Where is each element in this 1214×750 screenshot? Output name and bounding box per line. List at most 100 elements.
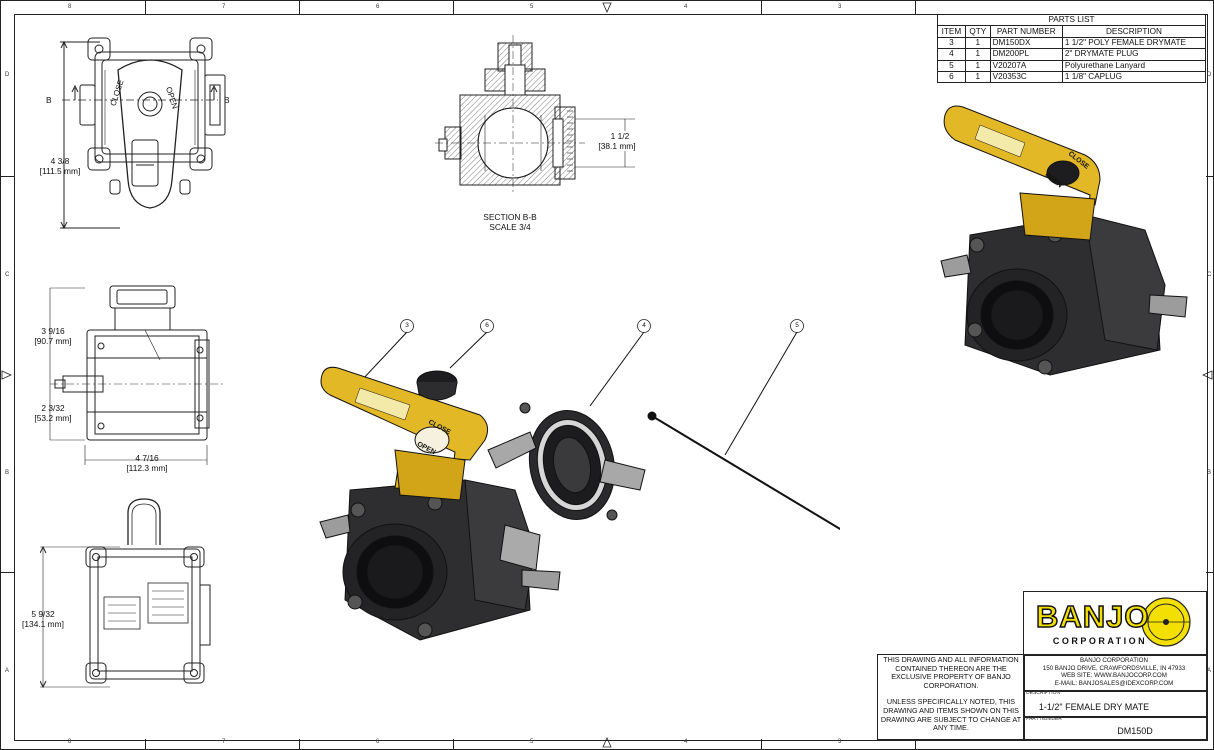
title-block-logo-cell [1023,591,1207,656]
parts-list-cell: 1 1/8" CAPLUG [1061,70,1207,84]
parts-list-cell: 1 [964,48,991,61]
logo-wordmark: BANJO [1035,599,1150,635]
zone-tick [915,739,916,749]
zone-row-label: C [5,272,10,278]
zone-tick [1206,572,1213,573]
zone-row-label: D [1207,72,1212,78]
drawing-description: 1-1/2" FEMALE DRY MATE [1038,702,1150,712]
notice-change: UNLESS SPECIFICALLY NOTED, THIS DRAWING … [880,697,1022,733]
balloon-item-6: 6 [485,322,489,329]
parts-list-cell: 6 [937,70,966,84]
dimension-mid-lower: 2 3/32 [41,403,65,413]
zone-column-label: 4 [684,739,688,745]
dimension-top-height-mm: [111.5 mm] [39,166,81,176]
title-block-notice-cell [877,654,1025,740]
zone-column-label: 3 [838,739,842,745]
side-view-drawing [49,285,225,465]
dimension-mid-upper-mm: [90.7 mm] [34,336,72,346]
dimension-top-height: 4 3/8 [50,156,70,166]
zone-row-label: C [1207,272,1212,278]
parts-list-row: 4 1 DM200PL 2" DRYMATE PLUG [937,48,1207,61]
zone-column-label: 3 [838,4,842,10]
zone-column-label: 6 [376,4,380,10]
parts-list-cell: 1 [964,36,991,50]
title-block-notice: THIS DRAWING AND ALL INFORMATION CONTAIN… [878,655,1024,733]
zone-column-label: 7 [222,4,226,10]
dimension-mid-lower-mm: [53.2 mm] [34,413,72,423]
balloon-item-3: 3 [405,322,409,329]
dimension-bottom-height: 5 9/32 [31,609,55,619]
zone-row-label: A [5,668,10,674]
parts-list-cell: 1 [964,70,991,84]
parts-list-row: 3 1 DM150DX 1 1/2" POLY FEMALE DRYMATE [937,36,1207,50]
section-scale: SCALE 3/4 [489,222,531,232]
description-caption: DESCRIPTION [1026,690,1061,696]
balloon-item-4: 4 [642,322,646,329]
parts-list-row: 6 1 V20353C 1 1/8" CAPLUG [937,70,1207,84]
section-view-drawing [435,35,635,195]
dimension-bottom-height-mm: [134.1 mm] [22,619,64,629]
zone-column-label: 4 [684,4,688,10]
parts-list-cell: DM200PL [989,48,1063,61]
parts-list-cell: V20353C [989,70,1063,84]
item-balloons [400,319,804,333]
zone-tick [145,1,146,14]
section-marker-right: B [224,95,230,105]
section-marker-left: B [46,95,52,105]
zone-row-label: B [5,470,10,476]
company-address: 150 BANJO DRIVE, CRAWFORDSVILLE, IN 4793… [1042,664,1186,672]
zone-tick [1206,176,1213,177]
parts-list-cell: DM150DX [989,36,1063,50]
parts-list-cell: 1 1/2" POLY FEMALE DRYMATE [1061,36,1207,50]
dimension-section-diameter: 1 1/2 [595,131,645,141]
zone-column-label: 5 [530,4,534,10]
parts-list-title: PARTS LIST [937,13,1206,27]
part-number-caption: PART NUMBER [1026,716,1062,722]
logo-subtitle: CORPORATION [1052,636,1148,646]
zone-column-label: 6 [376,739,380,745]
parts-list-row: 5 1 V20207A Polyurethane Lanyard [937,59,1207,72]
dimension-mid-width: 4 7/16 [135,453,159,463]
zone-column-label: 8 [68,739,72,745]
parts-list-table: PARTS LIST ITEM QTY PART NUMBER DESCRIPT… [937,13,1207,84]
zone-row-label: D [5,72,10,78]
title-block-company-cell [1023,654,1207,692]
zone-tick [299,739,300,749]
dimension-section-diameter-mm: [38.1 mm] [592,141,642,151]
zone-row-label: B [1207,470,1212,476]
parts-list-header: DESCRIPTION [1061,25,1207,38]
section-title: SECTION B-B [483,212,537,222]
banjo-logo [1141,597,1191,647]
dimension-mid-upper: 3 9/16 [41,326,65,336]
parts-list-header: QTY [964,25,991,38]
zone-column-label: 7 [222,739,226,745]
zone-tick [915,1,916,14]
parts-list-cell: 2" DRYMATE PLUG [1061,48,1207,61]
zone-tick [761,1,762,14]
zone-tick [761,739,762,749]
dimension-mid-width-mm: [112.3 mm] [126,463,168,473]
zone-row-label: A [1207,668,1212,674]
zone-tick [1,572,14,573]
parts-list-cell: Polyurethane Lanyard [1061,59,1207,72]
zone-tick [453,1,454,14]
sheet-inner-border [14,14,1208,741]
parts-list-cell: 5 [937,59,966,72]
parts-list-cell: 1 [964,59,991,72]
zone-column-label: 8 [68,4,72,10]
zone-tick [1,176,14,177]
parts-list-cell: V20207A [989,59,1063,72]
parts-list-cell: 4 [937,48,966,61]
zone-tick [453,739,454,749]
parts-list-cell: 3 [937,36,966,50]
notice-property: THIS DRAWING AND ALL INFORMATION CONTAIN… [883,655,1019,690]
top-view-drawing [60,37,226,230]
balloon-item-5: 5 [795,322,799,329]
title-block-part-number-cell [1023,716,1207,740]
title-block-description-cell [1023,690,1207,718]
company-name: BANJO CORPORATION [1080,657,1148,664]
company-email: E-MAIL: BANJOSALES@IDEXCORP.COM [1054,679,1174,687]
bottom-view-drawing [40,498,211,689]
